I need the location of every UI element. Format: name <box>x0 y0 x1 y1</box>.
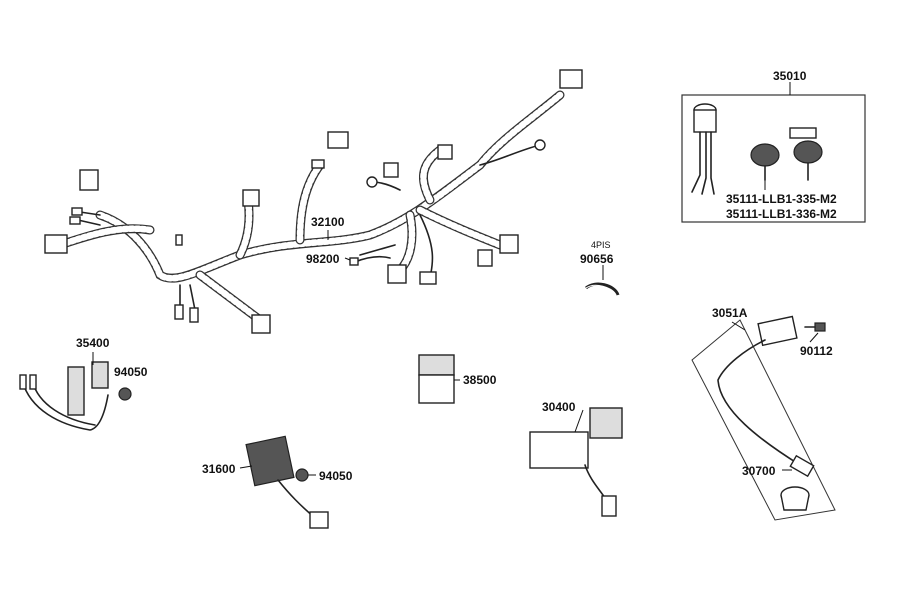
part-label-90656: 90656 <box>580 252 614 266</box>
key-head <box>793 140 823 164</box>
part-label-35010: 35010 <box>773 69 807 83</box>
part-label-30700: 30700 <box>742 464 776 478</box>
connector <box>387 264 407 284</box>
connector <box>419 271 437 285</box>
unit-38500[interactable] <box>418 354 455 404</box>
connector <box>174 304 184 320</box>
connector <box>189 307 199 323</box>
part-label-90112: 90112 <box>800 344 833 358</box>
sub-wire-98200[interactable] <box>349 255 391 266</box>
part-label-3051a: 3051A <box>712 306 748 320</box>
nut-94050-b[interactable] <box>295 468 309 482</box>
key-set-box[interactable] <box>681 94 866 223</box>
clip-90656[interactable] <box>585 282 620 296</box>
main-wire-harness[interactable] <box>44 69 583 334</box>
relay-35400[interactable] <box>19 361 109 431</box>
connector <box>383 162 399 178</box>
terminal <box>71 207 83 216</box>
part-label-35111-335: 35111-LLB1-335-M2 <box>726 192 837 206</box>
part-label-32100: 32100 <box>311 215 345 229</box>
terminal <box>175 234 183 246</box>
key-head <box>750 143 780 167</box>
part-label-98200: 98200 <box>306 252 340 266</box>
connector <box>499 234 519 254</box>
connector <box>251 314 271 334</box>
connector <box>327 131 349 149</box>
connector <box>44 234 68 254</box>
connector <box>559 69 583 89</box>
ring-terminal <box>366 176 378 188</box>
fuse <box>311 159 325 169</box>
part-label-4pis: 4PIS <box>591 240 611 250</box>
part-label-31600: 31600 <box>202 462 236 476</box>
ring-terminal <box>534 139 546 151</box>
part-label-35111-336: 35111-LLB1-336-M2 <box>726 207 837 221</box>
nut-94050-a[interactable] <box>118 387 132 401</box>
unit-30400[interactable] <box>529 407 623 517</box>
unit-31600[interactable] <box>245 435 329 529</box>
part-label-30400: 30400 <box>542 400 576 414</box>
part-label-94050-b: 94050 <box>319 469 353 483</box>
terminal <box>69 216 81 225</box>
leader-lines <box>92 82 819 476</box>
connector <box>79 169 99 191</box>
part-label-35400: 35400 <box>76 336 110 350</box>
bolt-90112[interactable] <box>804 322 826 332</box>
ignition-coil-box[interactable] <box>691 315 836 521</box>
connector <box>242 189 260 207</box>
part-label-94050-a: 94050 <box>114 365 148 379</box>
part-label-38500: 38500 <box>463 373 497 387</box>
connector <box>437 144 453 160</box>
connector <box>477 249 493 267</box>
